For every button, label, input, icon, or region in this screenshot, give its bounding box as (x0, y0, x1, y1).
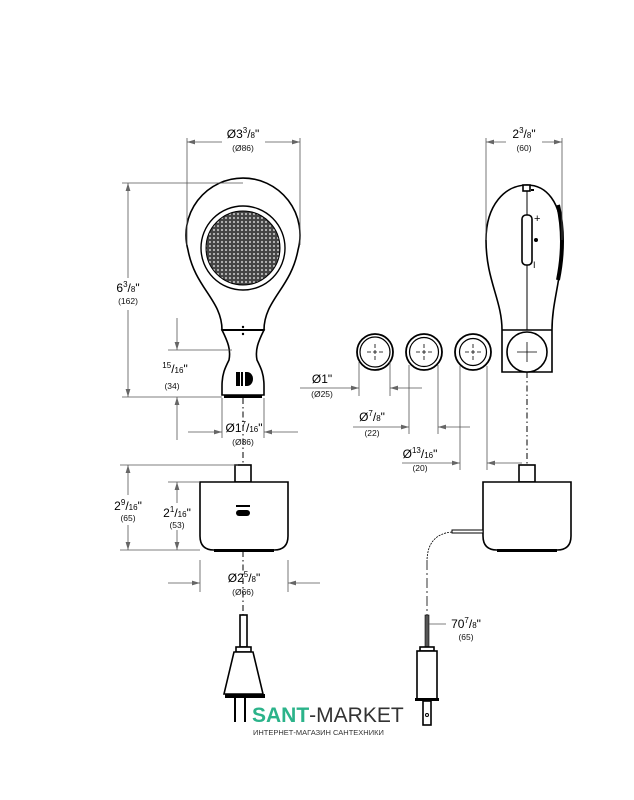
flow-slider (521, 214, 533, 266)
overall-height-metric: (162) (118, 296, 138, 306)
base-diameter-label: Ø25/8" (228, 570, 261, 585)
overall-height-label: 63/8" (116, 280, 139, 295)
cord-length-metric: (65) (458, 632, 473, 642)
ring-2-label: Ø7/8" (359, 409, 385, 424)
svg-text:SANT-MARKET: SANT-MARKET (252, 704, 404, 727)
ring-1-metric: (Ø25) (311, 389, 333, 399)
base-body-height-metric: (53) (169, 520, 184, 530)
hand-shower-side: + I (485, 184, 564, 373)
handle-diameter-label: Ø17/16" (226, 420, 263, 435)
base-total-height-label: 29/16" (114, 498, 142, 513)
holder-base-side (451, 464, 572, 552)
minus-label: I (533, 260, 536, 270)
neck-height-metric: (34) (164, 381, 179, 391)
head-diameter-label: Ø33/8" (227, 126, 260, 141)
ring-3-label: Ø13/16" (403, 446, 438, 461)
sant-market-watermark: SANT-MARKET ИНТЕРНЕТ-МАГАЗИН САНТЕХНИКИ (252, 704, 404, 737)
brand-logo-icon (236, 372, 253, 386)
holder-base-front (199, 464, 289, 552)
base-body-height-label: 21/16" (163, 505, 191, 520)
plus-label: + (534, 213, 540, 225)
ring-1-icon (356, 333, 394, 371)
handle-diameter-metric: (Ø36) (232, 437, 254, 447)
head-diameter-metric: (Ø86) (232, 143, 254, 153)
side-width-metric: (60) (516, 143, 531, 153)
ring-3-metric: (20) (412, 463, 427, 473)
power-plug-front-icon (222, 614, 265, 722)
ring-3-icon (454, 333, 492, 371)
ring-1-label: Ø1" (312, 372, 332, 386)
side-width-label: 23/8" (512, 126, 535, 141)
mid-dot-icon (534, 238, 538, 242)
hand-shower-front (185, 177, 301, 398)
power-plug-side-icon (415, 646, 439, 726)
cord-length-label: 707/8" (451, 616, 481, 631)
neck-height-label: 15/16" (162, 361, 187, 376)
adapter-rings (356, 333, 492, 371)
svg-text:ИНТЕРНЕТ-МАГАЗИН САНТЕХНИКИ: ИНТЕРНЕТ-МАГАЗИН САНТЕХНИКИ (253, 728, 384, 737)
ring-2-icon (405, 333, 443, 371)
spray-face-icon (205, 210, 281, 286)
base-total-height-metric: (65) (120, 513, 135, 523)
ring-2-metric: (22) (364, 428, 379, 438)
